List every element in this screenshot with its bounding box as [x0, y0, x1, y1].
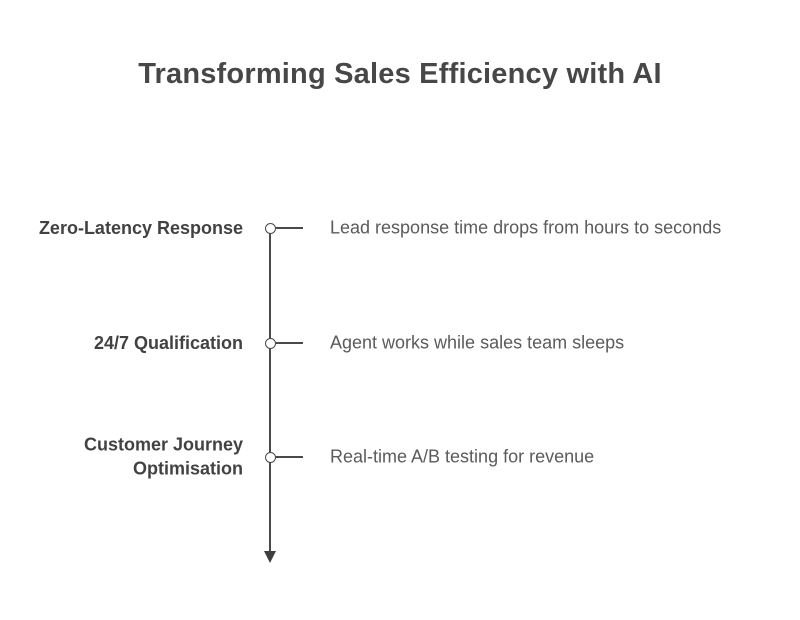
timeline-item-label: Zero-Latency Response — [38, 217, 243, 238]
timeline-item-label: 24/7 Qualification — [93, 332, 243, 353]
arrow-down-icon — [264, 551, 276, 563]
timeline-spine-line — [269, 228, 271, 552]
timeline-item-description: Agent works while sales team sleeps — [330, 332, 625, 353]
timeline-node-icon — [264, 222, 276, 234]
timeline-connector-line — [275, 456, 303, 458]
timeline-item-description: Lead response time drops from hours to s… — [330, 217, 722, 238]
timeline-connector-line — [275, 227, 303, 229]
timeline-node-icon — [264, 337, 276, 349]
timeline-item-description: Real-time A/B testing for revenue — [330, 446, 595, 467]
page-title: Transforming Sales Efficiency with AI — [138, 58, 662, 90]
timeline-item-label: Customer Journey Optimisation — [83, 434, 243, 479]
timeline-node-icon — [264, 451, 276, 463]
timeline-connector-line — [275, 342, 303, 344]
